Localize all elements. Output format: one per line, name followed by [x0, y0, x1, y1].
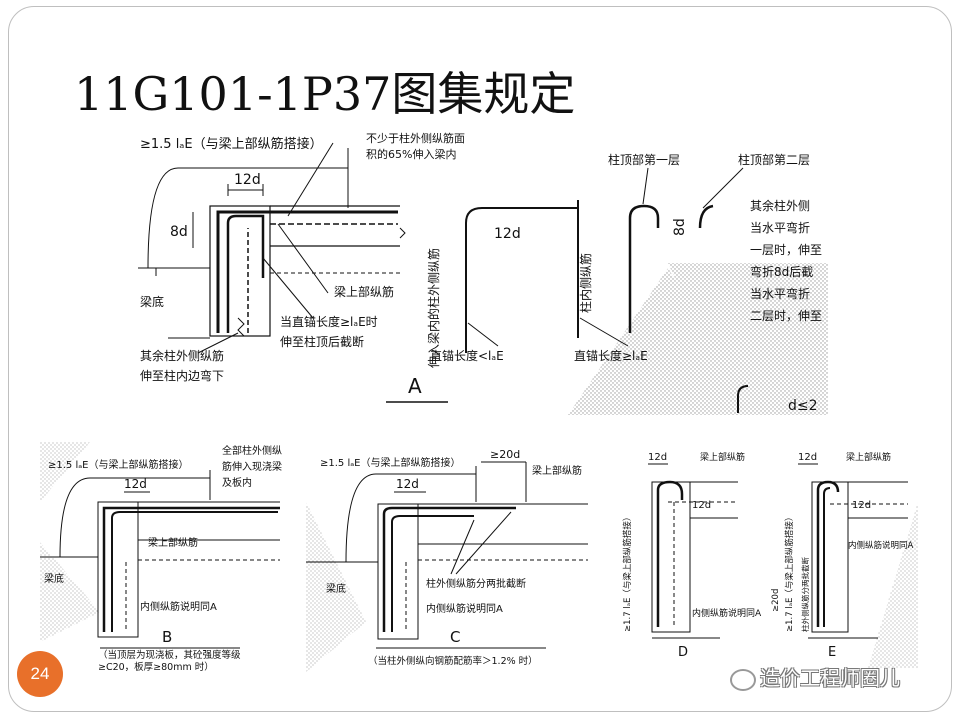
fig-c-caption: （当柱外侧纵向钢筋配筋率＞1.2% 时） [368, 655, 538, 667]
fig-a-rest-1: 其余柱外侧纵筋 [140, 348, 224, 363]
figure-d: 12d 梁上部纵筋 12d ≥1.7 lₐE（与梁上部纵筋搭接） 内侧纵筋说明同… [608, 442, 768, 668]
fig-a-ge-label: 直锚长度≥lₐE [574, 348, 648, 363]
fig-a-top-dim: ≥1.5 lₐE（与梁上部纵筋搭接） [140, 136, 323, 152]
page-number-badge: 24 [17, 651, 63, 697]
fig-d-beam-top: 梁上部纵筋 [700, 451, 745, 463]
watermark: 造价工程师圈儿 [730, 662, 900, 691]
fig-a-beam-bottom: 梁底 [140, 294, 164, 309]
fig-a-side-4: 弯折8d后截 [750, 264, 813, 279]
fig-a-d-note: d≤2 [788, 398, 818, 414]
fig-a-inner-bars: 柱内侧纵筋 [578, 253, 593, 313]
figure-a: ≥1.5 lₐE（与梁上部纵筋搭接） 不少于柱外侧纵筋面 积的65%伸入梁内 1… [138, 128, 828, 418]
figure-e: 12d 梁上部纵筋 12d ≥20d ≥1.7 lₐE（与梁上部纵筋搭接） 柱外… [768, 442, 918, 668]
fig-e-dim-12d-in: 12d [852, 500, 871, 511]
fig-a-letter: A [408, 374, 422, 398]
wechat-icon [730, 668, 756, 691]
figure-c: ≥1.5 lₐE（与梁上部纵筋搭接） ≥20d 12d 梁上部纵筋 梁底 柱外侧… [306, 442, 592, 672]
fig-a-side-6: 二层时，伸至 [750, 309, 822, 323]
fig-b-dim-12d: 12d [124, 477, 147, 491]
fig-a-note-65: 不少于柱外侧纵筋面 [366, 131, 465, 145]
fig-c-top-dim: ≥1.5 lₐE（与梁上部纵筋搭接） [320, 456, 460, 469]
fig-d-letter: D [678, 645, 688, 660]
fig-a-side-1: 其余柱外侧 [750, 198, 810, 213]
fig-b-beam-bottom: 梁底 [44, 572, 64, 585]
fig-b-inner: 内侧纵筋说明同A [140, 600, 217, 613]
fig-a-side-2: 当水平弯折 [750, 220, 810, 235]
fig-e-cut: 柱外侧纵筋分两批截断 [800, 557, 810, 632]
fig-b-letter: B [162, 628, 172, 646]
fig-b-note-1: 全部柱外侧纵 [222, 444, 282, 457]
fig-a-side-5: 当水平弯折 [750, 286, 810, 301]
fig-a-layer-8d: 8d [672, 218, 688, 236]
fig-b-caption-1: （当顶层为现浇板，其砼强度等级 [98, 649, 241, 661]
fig-c-dim-20d: ≥20d [490, 448, 520, 461]
fig-a-layer1: 柱顶部第一层 [608, 152, 680, 167]
fig-a-rest-2: 伸至柱内边弯下 [140, 368, 224, 383]
fig-e-vert-b: ≥1.7 lₐE（与梁上部纵筋搭接） [784, 513, 795, 632]
fig-a-dim-8d: 8d [170, 224, 188, 240]
fig-a-straight-ge-1: 当直锚长度≥lₐE时 [280, 314, 378, 329]
fig-e-vert-a: ≥20d [771, 589, 781, 612]
fig-a-lt-label: 直锚长度<lₐE [430, 348, 504, 363]
fig-b-top-dim: ≥1.5 lₐE（与梁上部纵筋搭接） [48, 458, 188, 471]
fig-d-dim-12d-top: 12d [648, 452, 667, 463]
fig-a-beam-top: 梁上部纵筋 [334, 284, 394, 299]
fig-a-dim-12d: 12d [234, 172, 261, 188]
figure-b: ≥1.5 lₐE（与梁上部纵筋搭接） 全部柱外侧纵 筋伸入现浇梁 及板内 12d… [40, 442, 302, 672]
fig-a-layer2: 柱顶部第二层 [738, 152, 810, 167]
fig-c-cut: 柱外侧纵筋分两批截断 [426, 577, 526, 590]
fig-c-inner: 内侧纵筋说明同A [426, 602, 503, 615]
watermark-text: 造价工程师圈儿 [760, 666, 900, 690]
fig-c-letter: C [450, 628, 460, 646]
fig-b-note-3: 及板内 [222, 476, 252, 489]
fig-c-beam-bottom: 梁底 [326, 582, 346, 595]
fig-b-caption-2: ≥C20，板厚≥80mm 时） [98, 661, 214, 672]
fig-b-beam-top: 梁上部纵筋 [148, 536, 198, 549]
fig-e-inner: 内侧纵筋说明同A [848, 540, 914, 551]
fig-e-letter: E [828, 645, 836, 660]
fig-c-beam-top: 梁上部纵筋 [532, 464, 582, 477]
fig-b-note-2: 筋伸入现浇梁 [222, 460, 282, 473]
fig-a-straight-ge-2: 伸至柱顶后截断 [280, 334, 364, 349]
fig-d-inner: 内侧纵筋说明同A [692, 607, 762, 619]
fig-e-beam-top: 梁上部纵筋 [846, 451, 891, 463]
fig-d-dim-12d-in: 12d [692, 500, 711, 511]
fig-c-dim-12d: 12d [396, 477, 419, 491]
fig-a-note-65b: 积的65%伸入梁内 [366, 147, 456, 161]
slide-title: 11G101-1P37图集规定 [74, 67, 576, 121]
fig-a-side-3: 一层时，伸至 [750, 243, 822, 257]
fig-a-col-in-beam: 伸入梁内的柱外侧纵筋 [426, 248, 441, 368]
fig-e-dim-12d-top: 12d [798, 452, 817, 463]
fig-a-mid-12d: 12d [494, 226, 521, 242]
fig-d-vert: ≥1.7 lₐE（与梁上部纵筋搭接） [622, 513, 633, 632]
